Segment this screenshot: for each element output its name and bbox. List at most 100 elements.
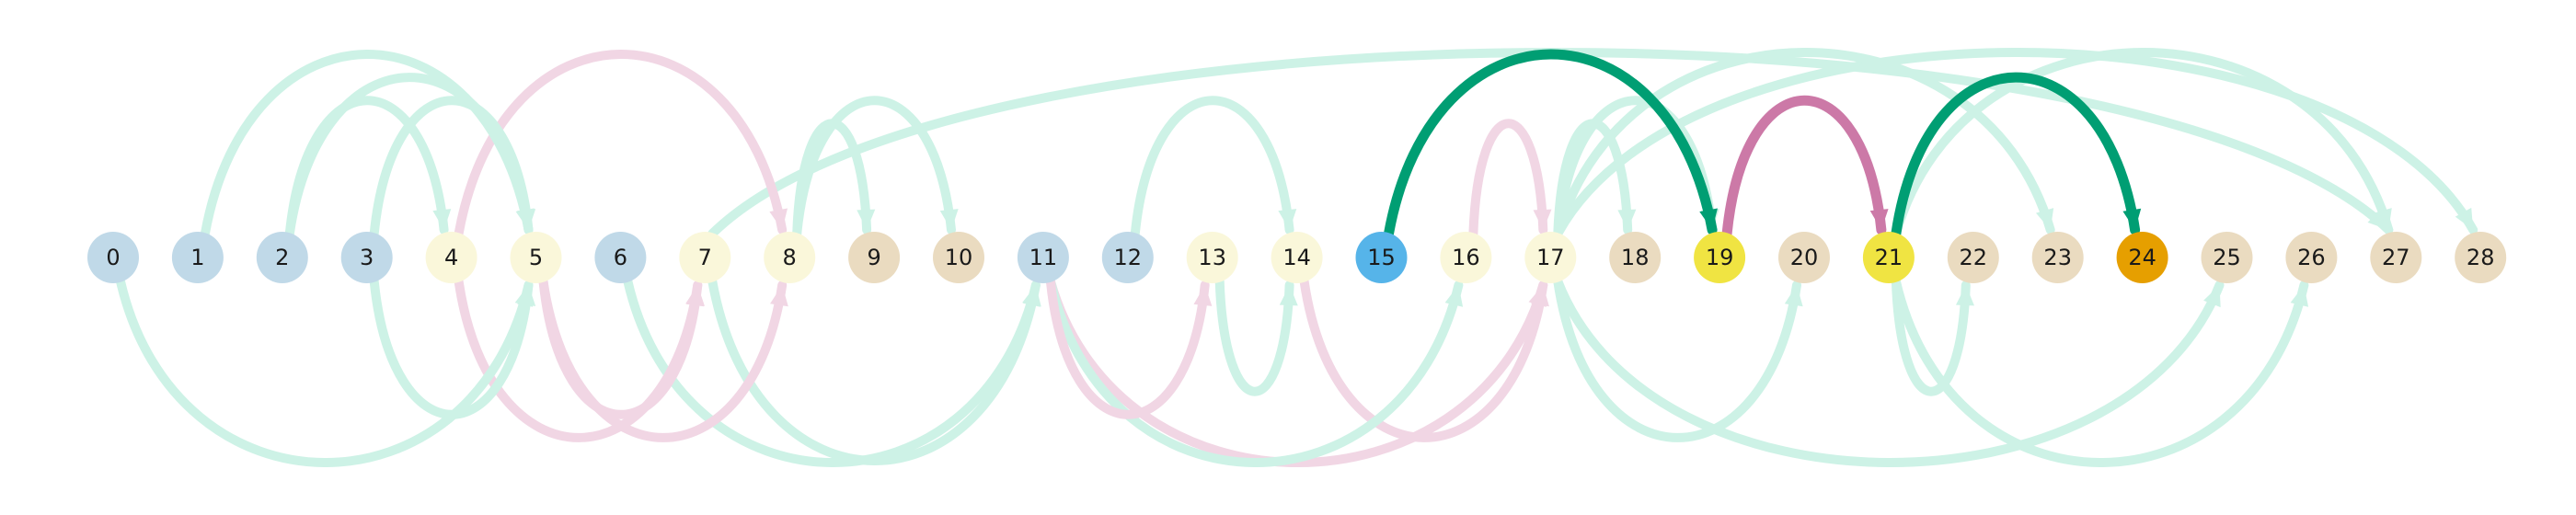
node-9: 9: [848, 232, 901, 283]
edge-4-8: [454, 50, 788, 238]
edge-17-20: [1553, 277, 1803, 442]
node-27: 27: [2370, 232, 2422, 283]
node-circle-8: [764, 232, 816, 283]
node-label-5: 5: [529, 245, 543, 270]
node-circle-11: [1017, 232, 1069, 283]
edge-line-0-5: [116, 277, 534, 467]
node-21: 21: [1862, 232, 1915, 283]
node-label-14: 14: [1282, 245, 1311, 270]
edge-line-7-27: [707, 48, 2394, 238]
edge-12-14: [1130, 96, 1297, 238]
edge-11-17: [1045, 277, 1548, 467]
node-8: 8: [764, 232, 816, 283]
node-label-25: 25: [2213, 245, 2241, 270]
edge-5-8: [538, 277, 788, 442]
node-17: 17: [1524, 232, 1577, 283]
edge-line-11-17: [1045, 277, 1548, 467]
node-circle-18: [1609, 232, 1662, 283]
edge-arrowhead-8-10: [939, 209, 959, 230]
node-4: 4: [425, 232, 477, 283]
edge-line-11-16: [1045, 277, 1464, 467]
node-circle-3: [340, 232, 393, 283]
edge-line-21-26: [1891, 277, 2309, 467]
node-7: 7: [679, 232, 731, 283]
edge-11-16: [1045, 277, 1464, 467]
edge-arrowhead-0-5: [514, 285, 534, 307]
edge-line-5-7: [538, 277, 703, 419]
edge-line-11-13: [1045, 277, 1210, 419]
edge-19-21: [1721, 95, 1889, 239]
node-10: 10: [933, 232, 984, 283]
edge-line-16-17: [1468, 119, 1548, 238]
edge-8-9: [792, 119, 876, 238]
node-circle-21: [1862, 232, 1915, 283]
node-circle-25: [2201, 232, 2253, 283]
node-circle-23: [2031, 232, 2084, 283]
node-circle-5: [510, 232, 562, 283]
edge-17-23: [1553, 48, 2055, 238]
edge-17-25: [1553, 277, 2225, 467]
node-label-28: 28: [2467, 245, 2495, 270]
edge-2-4: [284, 96, 452, 238]
node-18: 18: [1609, 232, 1662, 283]
node-5: 5: [510, 232, 562, 283]
edge-arrowhead-11-17: [1528, 285, 1547, 307]
node-26: 26: [2285, 232, 2338, 283]
edge-21-24: [1891, 72, 2142, 239]
edge-arrowhead-15-19: [1699, 208, 1718, 230]
edge-arrowhead-11-16: [1444, 285, 1464, 307]
edge-line-17-18: [1553, 119, 1633, 238]
edge-line-13-14: [1214, 277, 1294, 396]
node-circle-22: [1947, 232, 1999, 283]
node-label-1: 1: [190, 245, 204, 270]
edge-arrowhead-21-26: [2290, 285, 2309, 307]
node-14: 14: [1271, 232, 1323, 283]
edge-line-8-9: [792, 119, 872, 238]
node-28: 28: [2455, 232, 2507, 283]
node-25: 25: [2201, 232, 2253, 283]
edge-arrowhead-17-28: [2455, 207, 2474, 230]
node-label-8: 8: [783, 245, 797, 270]
node-label-23: 23: [2043, 245, 2072, 270]
node-circle-9: [848, 232, 901, 283]
node-label-18: 18: [1621, 245, 1650, 270]
edge-arrowhead-6-11: [1022, 285, 1041, 307]
edge-0-5: [116, 277, 534, 467]
edge-line-19-21: [1721, 95, 1887, 239]
node-circle-17: [1524, 232, 1577, 283]
node-label-7: 7: [698, 245, 712, 270]
edge-4-7: [454, 277, 704, 442]
edge-line-6-11: [623, 277, 1041, 467]
edge-line-17-28: [1553, 48, 2478, 238]
edge-21-26: [1891, 277, 2309, 467]
edge-15-19: [1384, 49, 1718, 239]
edge-2-5: [284, 73, 535, 238]
edge-line-4-7: [454, 277, 703, 442]
node-label-17: 17: [1536, 245, 1565, 270]
node-circle-20: [1778, 232, 1830, 283]
edge-line-15-19: [1384, 49, 1718, 239]
node-13: 13: [1186, 232, 1238, 283]
node-circle-6: [594, 232, 647, 283]
edge-17-28: [1553, 48, 2478, 238]
node-19: 19: [1694, 232, 1746, 283]
node-label-22: 22: [1960, 245, 1988, 270]
node-circle-27: [2370, 232, 2422, 283]
edge-line-4-8: [454, 50, 788, 238]
node-circle-0: [87, 232, 139, 283]
edge-line-2-5: [284, 73, 534, 238]
edge-7-11: [707, 277, 1041, 465]
edge-arrowhead-2-4: [432, 209, 452, 230]
node-circle-24: [2116, 232, 2168, 283]
node-label-9: 9: [867, 245, 880, 270]
node-label-13: 13: [1198, 245, 1226, 270]
edge-line-21-22: [1891, 277, 1971, 396]
node-label-19: 19: [1706, 245, 1734, 270]
node-label-4: 4: [444, 245, 458, 270]
node-circle-16: [1440, 232, 1492, 283]
node-label-2: 2: [275, 245, 289, 270]
edge-arrowhead-17-18: [1617, 209, 1637, 230]
node-circle-15: [1355, 232, 1408, 283]
edge-21-22: [1891, 277, 1974, 396]
